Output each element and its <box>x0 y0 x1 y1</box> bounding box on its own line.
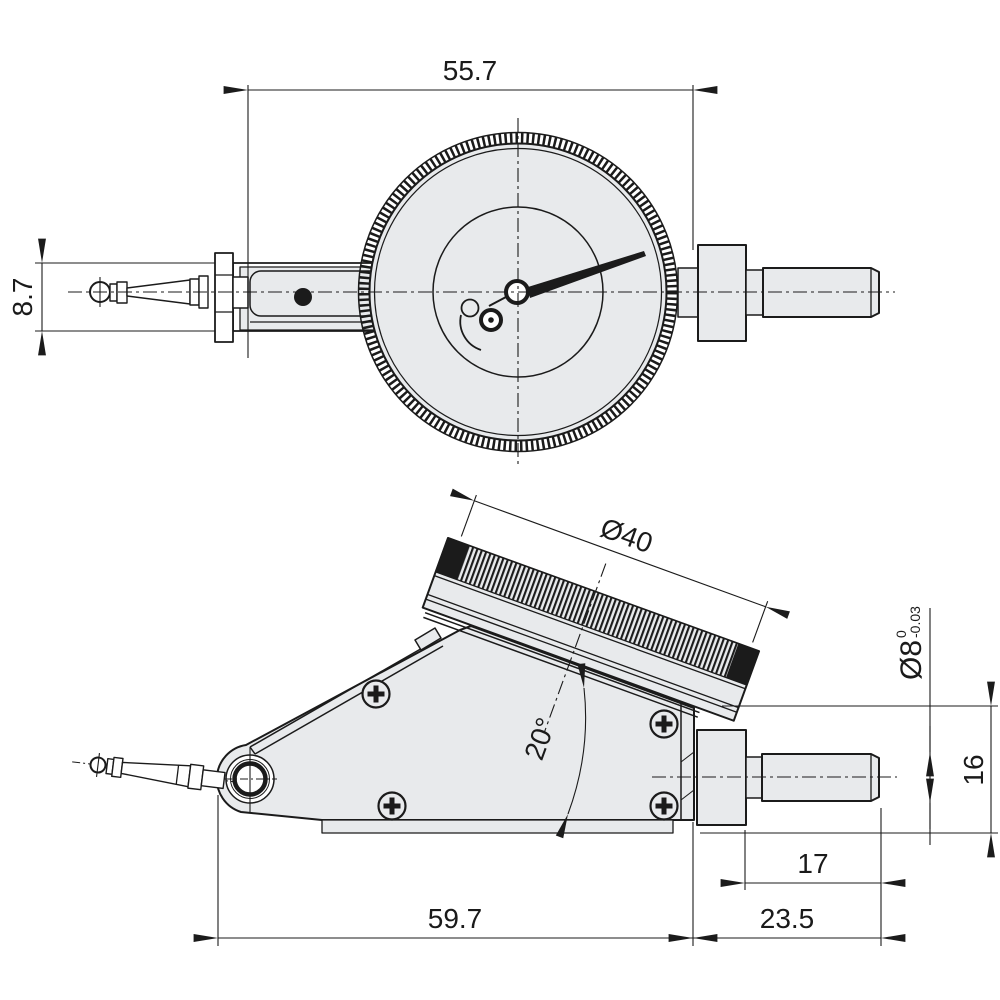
needle-tail <box>488 296 507 307</box>
dim-stem-diameter-label: Ø8 <box>895 640 928 680</box>
dim-stem-length-label: 17 <box>797 848 828 879</box>
body-screws <box>361 679 679 821</box>
stem-tolerance-lower: -0.03 <box>907 606 923 638</box>
stem-diameter-label-group: Ø8 0 -0.03 <box>893 606 928 680</box>
stylus-pivot <box>224 747 277 812</box>
cover-latch <box>414 627 442 651</box>
dim-mount-height: 16 <box>700 681 998 858</box>
face-notch <box>680 789 695 801</box>
face-notch <box>680 751 695 763</box>
dim-stem-length: 17 <box>720 830 906 890</box>
stem-collar <box>697 244 747 342</box>
dim-mount-height-label: 16 <box>958 754 989 785</box>
dim-body-length-label: 59.7 <box>428 903 483 934</box>
stylus-clamp-block <box>214 252 234 343</box>
front-view: 55.7 8.7 <box>7 55 895 468</box>
dim-body-length: 59.7 <box>193 795 718 946</box>
cover-strip-end <box>249 746 256 755</box>
phillips-screw <box>649 791 679 821</box>
stylus-side <box>72 753 235 791</box>
dim-stylus-height: 8.7 <box>7 238 46 356</box>
needle <box>528 251 646 298</box>
counter-arc <box>459 314 482 351</box>
stylus-taper <box>120 761 192 788</box>
cover-strip-edge <box>254 645 444 755</box>
dim-stem-offset-label: 23.5 <box>760 903 815 934</box>
phillips-screw <box>649 709 679 739</box>
phillips-screw <box>361 679 391 709</box>
angle-arc <box>555 663 587 839</box>
phillips-screw <box>377 791 407 821</box>
dim-stem-offset: 23.5 <box>668 808 906 946</box>
clamp-hole <box>294 288 312 306</box>
stem-front <box>677 244 880 342</box>
dim-stylus-height-label: 8.7 <box>7 278 38 317</box>
counter-wheel <box>460 298 480 318</box>
base-plate <box>321 819 674 834</box>
stylus-joint-line <box>175 764 180 785</box>
stem-tolerance-upper: 0 <box>893 630 909 638</box>
knurl-end-cap <box>726 643 760 686</box>
side-view: Ø40 20° 59.7 23.5 <box>72 488 998 946</box>
dim-stem-diameter: Ø8 0 -0.03 <box>893 606 934 845</box>
stem-side <box>652 729 897 826</box>
dimension-line <box>450 488 790 619</box>
extension-line <box>752 600 769 643</box>
cover-strip-edge <box>249 638 439 748</box>
counter-pin <box>488 317 494 323</box>
dim-width-label: 55.7 <box>443 55 498 86</box>
ball-tick <box>95 753 101 777</box>
dial-seat-line <box>424 611 700 714</box>
extension-line <box>460 494 477 537</box>
stylus-rod <box>200 769 226 790</box>
dim-overall-width: 55.7 <box>223 55 718 358</box>
dim-bezel-diameter-label: Ø40 <box>596 512 656 559</box>
